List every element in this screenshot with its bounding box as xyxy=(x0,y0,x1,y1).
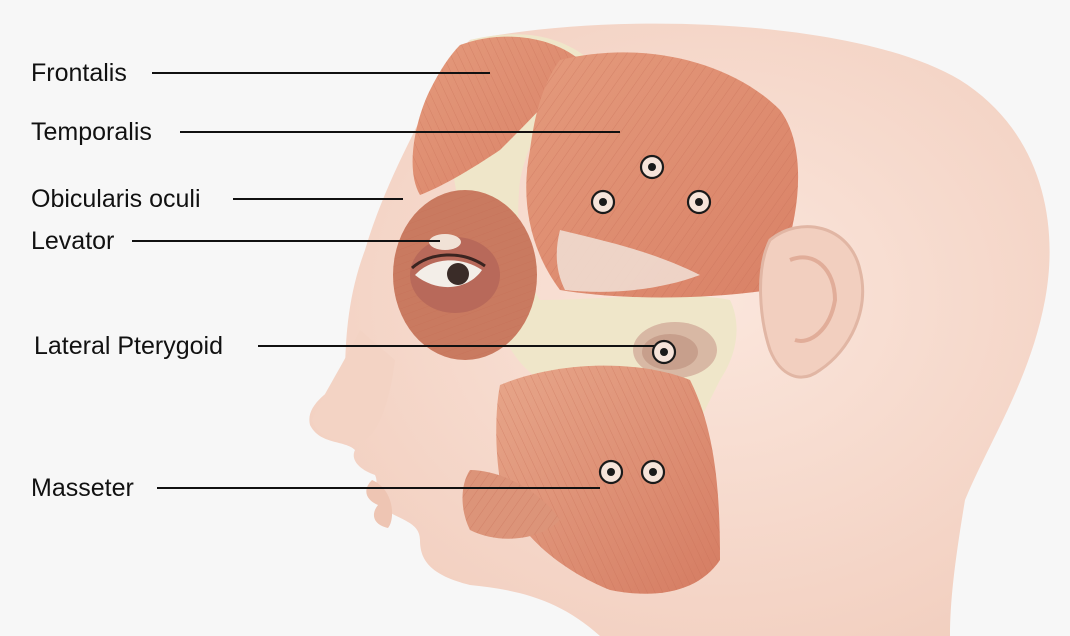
masseter-label: Masseter xyxy=(31,476,134,501)
injection-point-marker xyxy=(642,461,664,483)
iris xyxy=(447,263,469,285)
injection-point-marker xyxy=(688,191,710,213)
lateral-pterygoid-label: Lateral Pterygoid xyxy=(34,334,223,359)
injection-point-marker xyxy=(592,191,614,213)
temporalis-label: Temporalis xyxy=(31,120,152,145)
injection-point-marker xyxy=(653,341,675,363)
orbicularis-oculi-label: Obicularis oculi xyxy=(31,187,201,212)
levator-label: Levator xyxy=(31,229,114,254)
injection-point-marker xyxy=(641,156,663,178)
frontalis-label: Frontalis xyxy=(31,61,127,86)
injection-point-marker xyxy=(600,461,622,483)
